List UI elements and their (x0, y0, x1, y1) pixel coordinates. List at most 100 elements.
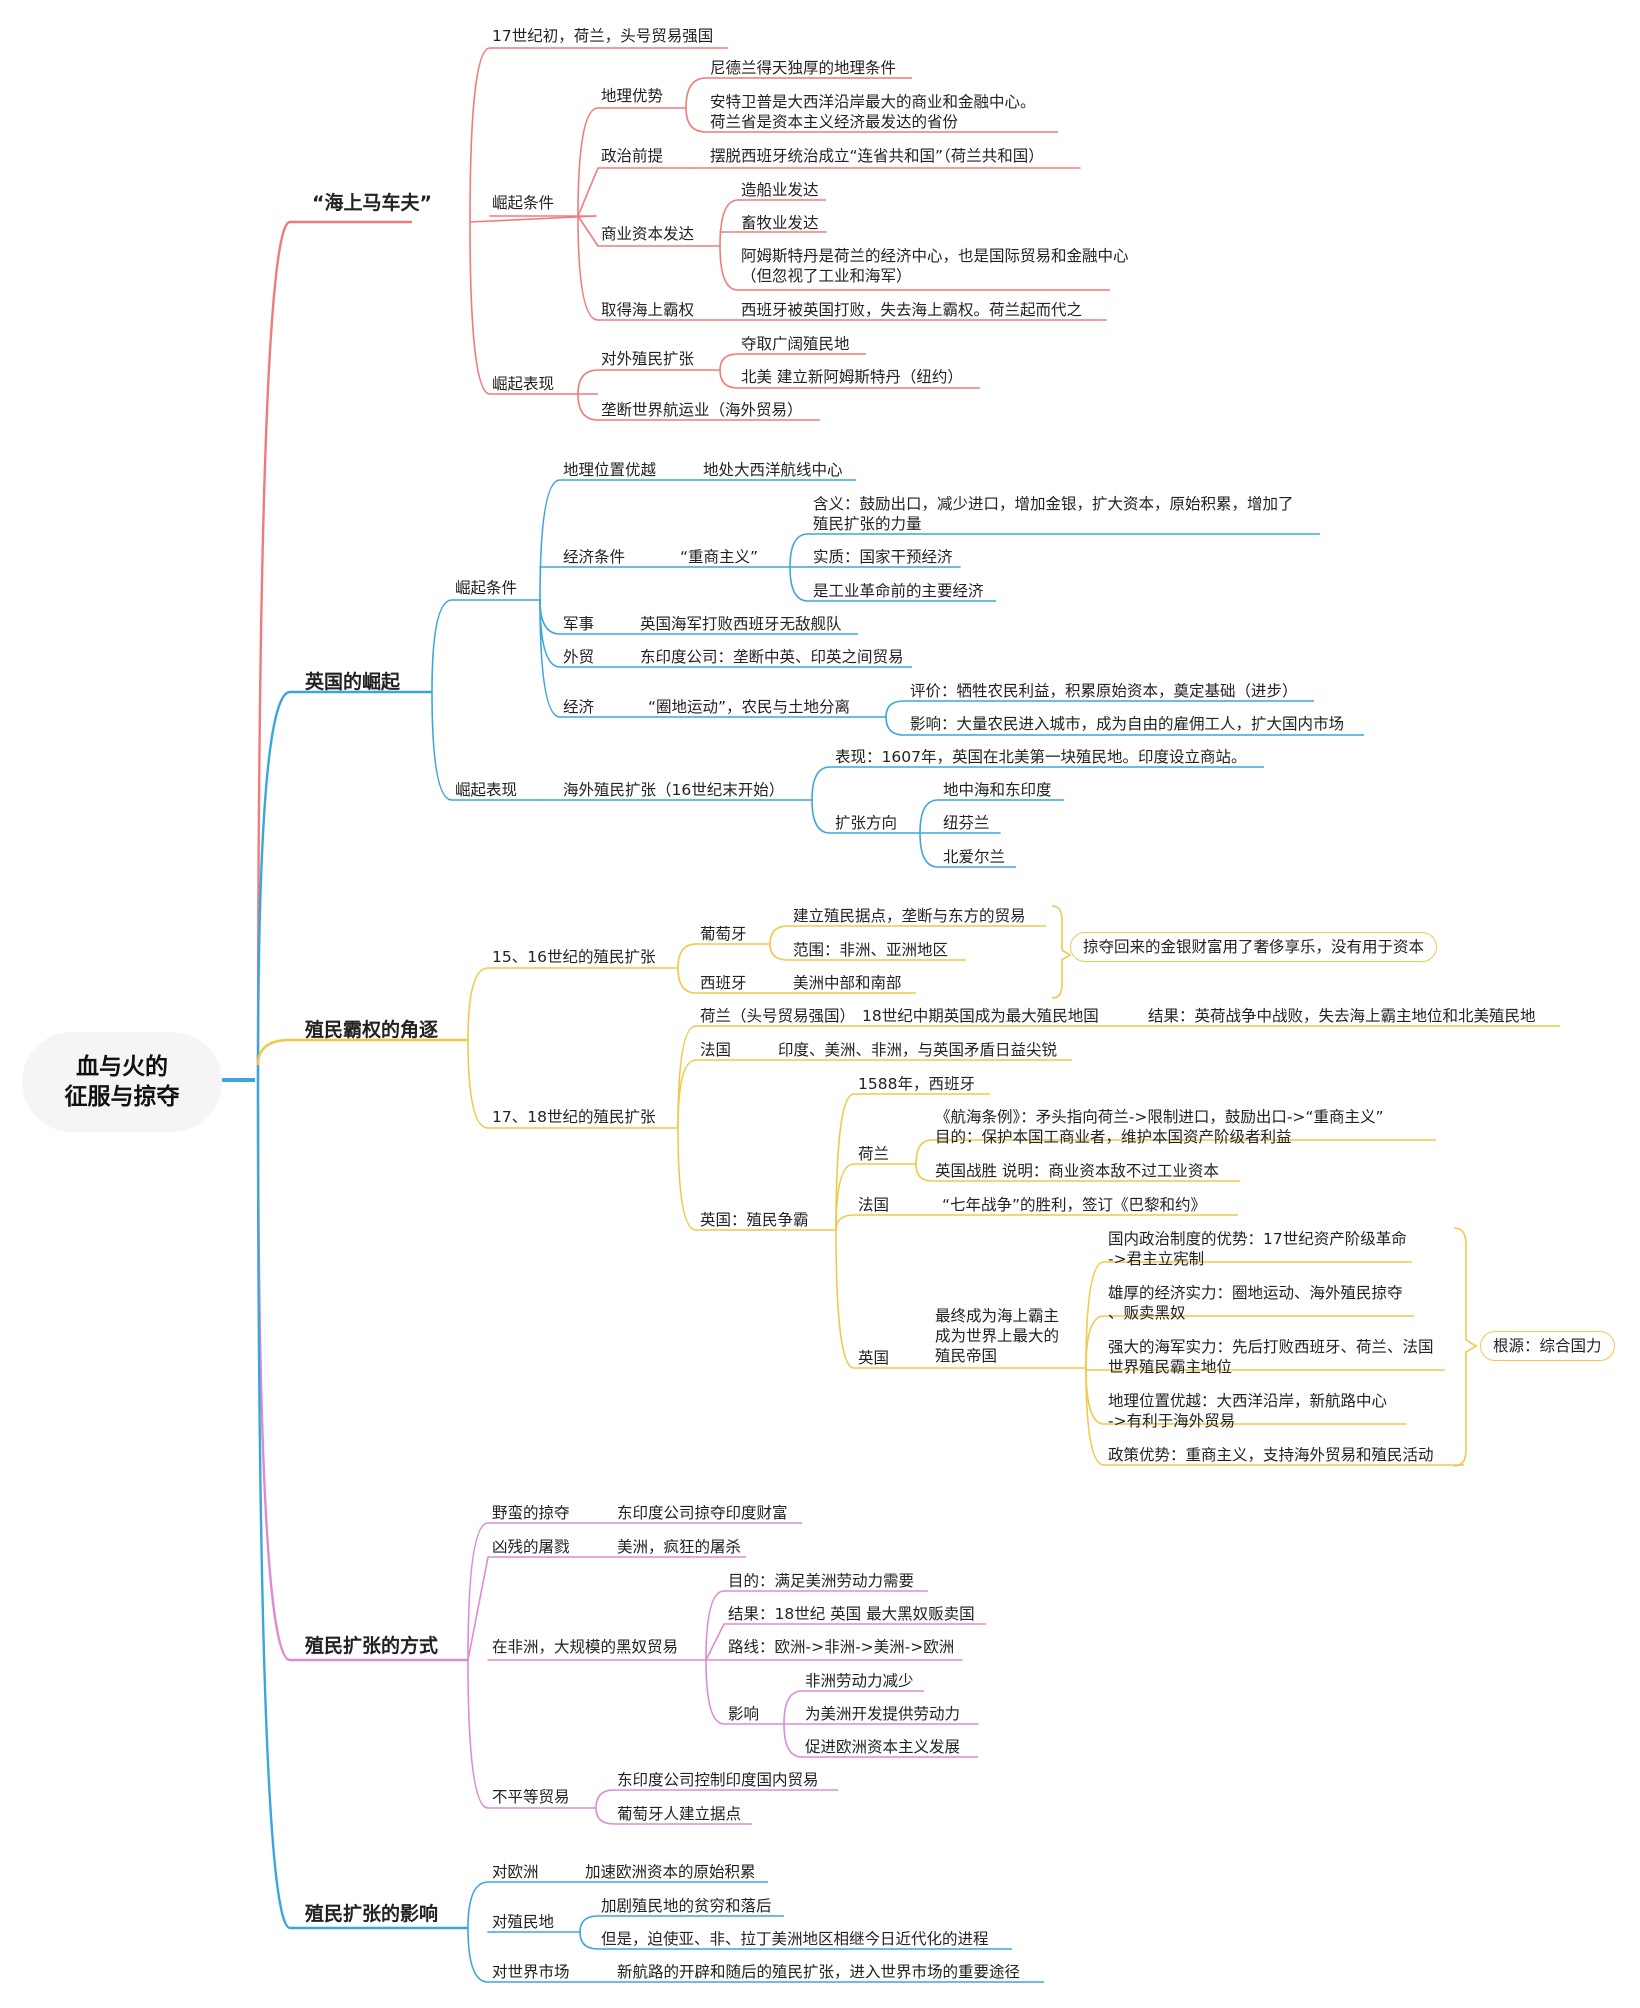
node[interactable]: 取得海上霸权 (601, 301, 695, 319)
node[interactable]: 在非洲，大规模的黑奴贸易 (492, 1638, 679, 1656)
node[interactable]: 加剧殖民地的贫穷和落后 (601, 1897, 772, 1915)
node[interactable]: 扩张方向 (835, 814, 898, 832)
node[interactable]: 范围：非洲、亚洲地区 (793, 941, 949, 959)
node[interactable]: 实质：国家干预经济 (813, 548, 953, 566)
node[interactable]: 西班牙 (700, 974, 747, 992)
node[interactable]: 北美 建立新阿姆斯特丹（纽约） (741, 368, 963, 386)
node[interactable]: “圈地运动”，农民与土地分离 (648, 698, 851, 716)
node[interactable]: 评价：牺牲农民利益，积累原始资本，奠定基础（进步） (910, 682, 1298, 700)
node[interactable]: 摆脱西班牙统治成立“连省共和国”（荷兰共和国） (710, 147, 1044, 165)
node[interactable]: 影响：大量农民进入城市，成为自由的雇佣工人，扩大国内市场 (910, 715, 1345, 733)
node[interactable]: 结果：18世纪 英国 最大黑奴贩卖国 (728, 1605, 975, 1623)
node[interactable]: 最终成为海上霸主 成为世界上最大的 殖民帝国 (935, 1307, 1060, 1365)
node[interactable]: 18世纪中期英国成为最大殖民地国 (862, 1007, 1099, 1025)
node[interactable]: 政策优势：重商主义，支持海外贸易和殖民活动 (1108, 1446, 1434, 1464)
branch-expansion-methods[interactable]: 殖民扩张的方式 (305, 1635, 439, 1657)
node[interactable]: 目的：满足美洲劳动力需要 (728, 1572, 915, 1590)
branch-haishang-mafu[interactable]: “海上马车夫” (312, 192, 432, 214)
node[interactable]: 对殖民地 (492, 1913, 555, 1931)
node[interactable]: 地理位置优越 (563, 461, 657, 479)
node[interactable]: 不平等贸易 (492, 1788, 570, 1806)
node[interactable]: 北爱尔兰 (943, 848, 1006, 866)
node[interactable]: 《航海条例》：矛头指向荷兰->限制进口，鼓励出口->“重商主义” 目的：保护本国… (935, 1108, 1384, 1146)
branch-expansion-impact[interactable]: 殖民扩张的影响 (305, 1903, 439, 1925)
node[interactable]: 经济 (563, 698, 595, 716)
node[interactable]: 法国 (700, 1041, 732, 1059)
node[interactable]: 英国：殖民争霸 (700, 1211, 809, 1229)
node[interactable]: 促进欧洲资本主义发展 (805, 1738, 961, 1756)
node[interactable]: 垄断世界航运业（海外贸易） (601, 401, 803, 419)
node[interactable]: 英国海军打败西班牙无敌舰队 (640, 615, 842, 633)
node[interactable]: 英国战胜 说明：商业资本敌不过工业资本 (935, 1162, 1219, 1180)
node[interactable]: 造船业发达 (741, 181, 819, 199)
node[interactable]: 夺取广阔殖民地 (741, 335, 850, 353)
node[interactable]: 东印度公司控制印度国内贸易 (617, 1771, 819, 1789)
node[interactable]: 对外殖民扩张 (601, 350, 695, 368)
node[interactable]: 15、16世纪的殖民扩张 (492, 948, 656, 966)
connector (577, 215, 599, 321)
node[interactable]: 葡萄牙 (700, 925, 747, 943)
root-topic[interactable]: 血与火的 征服与掠夺 (22, 1032, 222, 1132)
node[interactable]: 新航路的开辟和随后的殖民扩张，进入世界市场的重要途径 (617, 1963, 1021, 1981)
node[interactable]: 东印度公司掠夺印度财富 (617, 1504, 788, 1522)
node[interactable]: 美洲，疯狂的屠杀 (617, 1538, 742, 1556)
node[interactable]: 地中海和东印度 (943, 781, 1052, 799)
node[interactable]: 西班牙被英国打败，失去海上霸权。荷兰起而代之 (741, 301, 1083, 319)
node[interactable]: 东印度公司：垄断中英、印英之间贸易 (640, 648, 904, 666)
connector (256, 220, 412, 1081)
node[interactable]: 海外殖民扩张（16世纪末开始） (563, 781, 785, 799)
node[interactable]: 17世纪初，荷兰，头号贸易强国 (492, 27, 714, 45)
branch-colonial-hegemony[interactable]: 殖民霸权的角逐 (305, 1019, 439, 1041)
node[interactable]: 国内政治制度的优势：17世纪资产阶级革命 ->君主立宪制 (1108, 1230, 1407, 1268)
node[interactable]: 为美洲开发提供劳动力 (805, 1705, 961, 1723)
summary-callout[interactable]: 掠夺回来的金银财富用了奢侈享乐，没有用于资本 (1070, 932, 1438, 962)
node[interactable]: 畜牧业发达 (741, 214, 819, 232)
connector (256, 1079, 468, 1662)
node[interactable]: 非洲劳动力减少 (805, 1672, 914, 1690)
summary-callout[interactable]: 根源：综合国力 (1480, 1331, 1615, 1361)
node[interactable]: 地理位置优越：大西洋沿岸，新航路中心 ->有利于海外贸易 (1108, 1392, 1388, 1430)
node[interactable]: 对世界市场 (492, 1963, 570, 1981)
node[interactable]: 对欧洲 (492, 1863, 539, 1881)
node[interactable]: 葡萄牙人建立据点 (617, 1805, 742, 1823)
branch-britain-rise[interactable]: 英国的崛起 (305, 671, 401, 693)
node[interactable]: 强大的海军实力：先后打败西班牙、荷兰、法国 世界殖民霸主地位 (1108, 1338, 1434, 1376)
node[interactable]: 雄厚的经济实力：圈地运动、海外殖民掠夺 、贩卖黑奴 (1108, 1284, 1403, 1322)
node[interactable]: 荷兰 (858, 1145, 890, 1163)
node[interactable]: 安特卫普是大西洋沿岸最大的商业和金融中心。 荷兰省是资本主义经济最发达的省份 (710, 93, 1036, 131)
node[interactable]: 影响 (728, 1705, 760, 1723)
node[interactable]: 尼德兰得天独厚的地理条件 (710, 59, 897, 77)
node[interactable]: 表现：1607年，英国在北美第一块殖民地。印度设立商站。 (835, 748, 1247, 766)
node[interactable]: 1588年，西班牙 (858, 1075, 975, 1093)
node[interactable]: 崛起条件 (492, 194, 555, 212)
node[interactable]: 英国 (858, 1349, 890, 1367)
node[interactable]: 法国 (858, 1196, 890, 1214)
node[interactable]: 是工业革命前的主要经济 (813, 582, 984, 600)
node[interactable]: 含义：鼓励出口，减少进口，增加金银，扩大资本，原始积累，增加了 殖民扩张的力量 (813, 495, 1294, 533)
node[interactable]: 17、18世纪的殖民扩张 (492, 1108, 656, 1126)
node[interactable]: 地理优势 (601, 87, 664, 105)
node[interactable]: 野蛮的掠夺 (492, 1504, 570, 1522)
node[interactable]: 外贸 (563, 648, 595, 666)
node[interactable]: 加速欧洲资本的原始积累 (585, 1863, 756, 1881)
node[interactable]: 纽芬兰 (943, 814, 990, 832)
node[interactable]: 美洲中部和南部 (793, 974, 902, 992)
node[interactable]: 商业资本发达 (601, 225, 695, 243)
node[interactable]: 崛起条件 (455, 579, 518, 597)
node[interactable]: 印度、美洲、非洲，与英国矛盾日益尖锐 (778, 1041, 1058, 1059)
node[interactable]: 地处大西洋航线中心 (703, 461, 843, 479)
node[interactable]: 路线：欧洲->非洲->美洲->欧洲 (728, 1638, 955, 1656)
node[interactable]: 结果：英荷战争中战败，失去海上霸主地位和北美殖民地 (1148, 1007, 1536, 1025)
node[interactable]: “重商主义” (680, 548, 759, 566)
node[interactable]: 军事 (563, 615, 595, 633)
node[interactable]: 但是，迫使亚、非、拉丁美洲地区相继今日近代化的进程 (601, 1930, 989, 1948)
node[interactable]: 凶残的屠戮 (492, 1538, 570, 1556)
node[interactable]: 荷兰（头号贸易强国） (700, 1007, 856, 1025)
node[interactable]: 经济条件 (563, 548, 626, 566)
node[interactable]: “七年战争”的胜利，签订《巴黎和约》 (942, 1196, 1207, 1214)
node[interactable]: 阿姆斯特丹是荷兰的经济中心，也是国际贸易和金融中心 （但忽视了工业和海军） (741, 247, 1129, 285)
node[interactable]: 崛起表现 (492, 375, 555, 393)
node[interactable]: 崛起表现 (455, 781, 518, 799)
node[interactable]: 建立殖民据点，垄断与东方的贸易 (793, 907, 1026, 925)
node[interactable]: 政治前提 (601, 147, 664, 165)
